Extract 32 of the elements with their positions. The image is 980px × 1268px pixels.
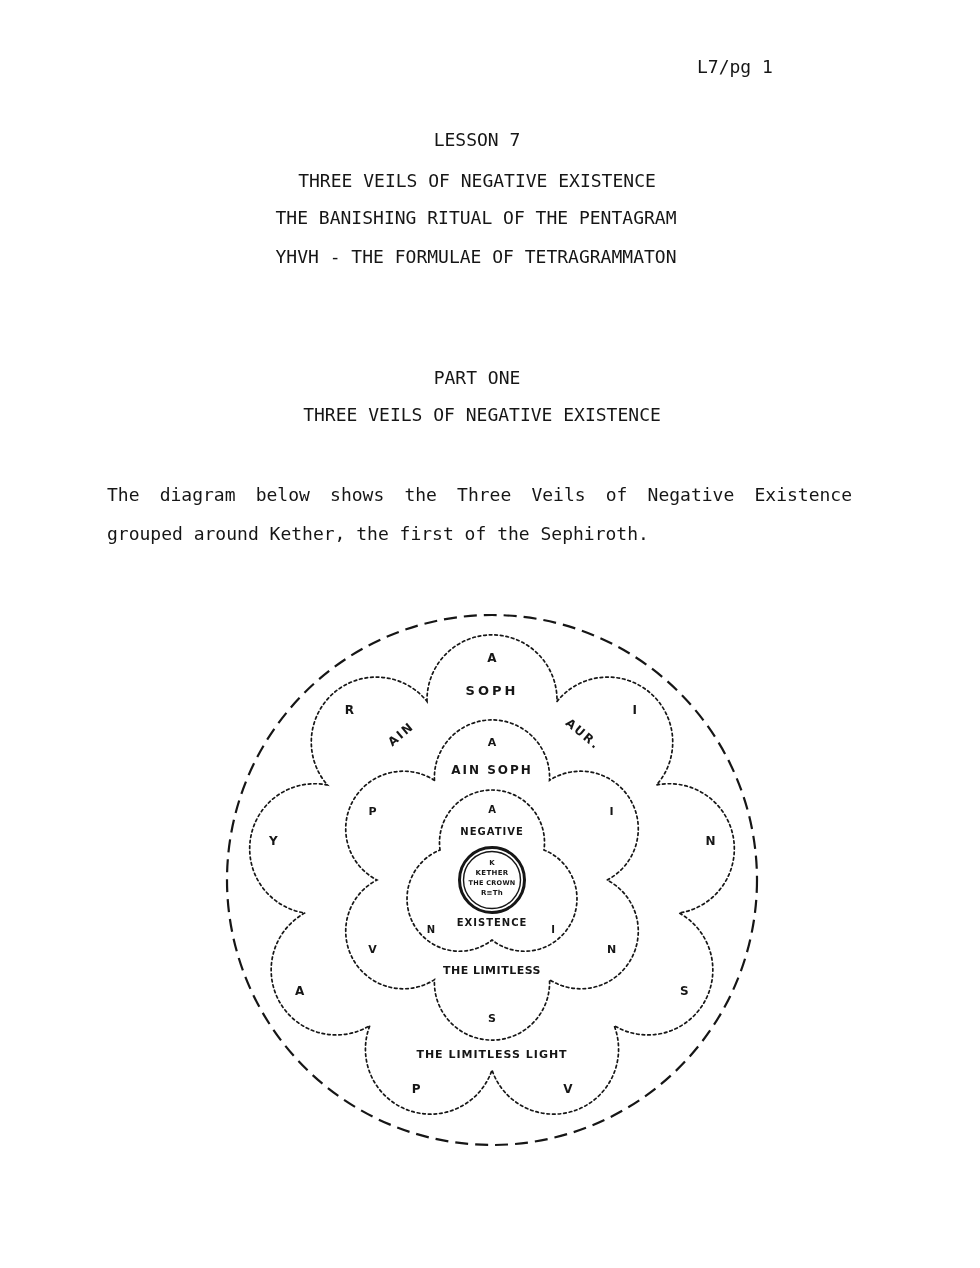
page-number: L7/pg 1 <box>697 55 773 79</box>
letter-label: A <box>487 652 497 664</box>
veil-label: NEGATIVE <box>460 827 524 837</box>
part-heading: PART ONE <box>433 366 521 390</box>
letter-label: R <box>344 703 354 716</box>
veil-label: THE LIMITLESS <box>442 964 542 976</box>
letter-label: S <box>488 1012 496 1024</box>
letter-label: A <box>295 985 305 997</box>
letter-label: I <box>632 703 637 716</box>
subtitle-line: THREE VEILS OF NEGATIVE EXISTENCE <box>298 169 656 193</box>
letter-label: N <box>606 943 617 955</box>
lesson-title: LESSON 7 <box>433 128 521 152</box>
letter-label: N <box>705 835 716 848</box>
section-heading: THREE VEILS OF NEGATIVE EXISTENCE <box>303 403 661 427</box>
veil-label: SOPH <box>465 683 519 697</box>
subtitle-line: YHVH - THE FORMULAE OF TETRAGRAMMATON <box>275 245 677 269</box>
subtitle-line: THE BANISHING RITUAL OF THE PENTAGRAM <box>275 206 677 230</box>
letter-label: A <box>488 805 496 815</box>
letter-label: N <box>426 925 436 935</box>
letter-label: V <box>563 1082 573 1095</box>
letter-label: S <box>679 985 689 997</box>
letter-label: Y <box>269 835 278 848</box>
veil-label: AIN SOPH <box>451 764 533 776</box>
letter-label: I <box>551 925 555 935</box>
letter-label: P <box>368 805 377 817</box>
letter-label: P <box>411 1082 421 1095</box>
veil-label: EXISTENCE <box>456 918 528 928</box>
intro-paragraph: The diagram below shows the Three Veils of Negative Existence grouped around Kether, the first of the Sephiroth. <box>107 483 852 546</box>
letter-label: I <box>609 805 614 817</box>
letter-label: A <box>487 736 497 748</box>
veil-label: THE LIMITLESS LIGHT <box>416 1048 568 1060</box>
letter-label: V <box>368 943 377 955</box>
